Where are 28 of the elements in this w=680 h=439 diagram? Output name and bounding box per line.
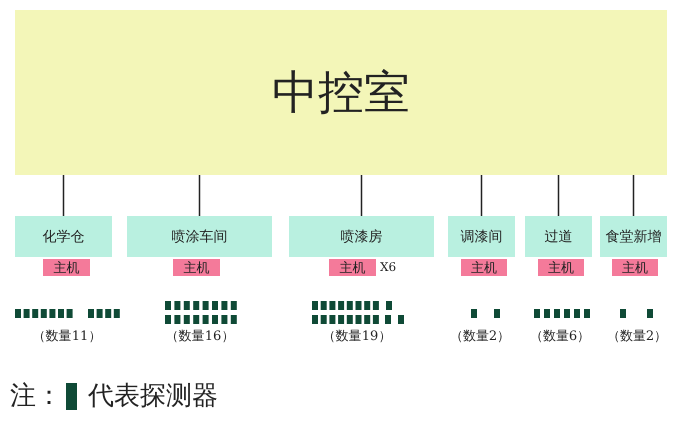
count-label: （数量16） bbox=[164, 328, 236, 346]
area-box: 喷涂车间 bbox=[127, 216, 272, 257]
area-box: 调漆间 bbox=[448, 216, 515, 257]
connector-line bbox=[558, 175, 560, 216]
connector-line bbox=[632, 175, 634, 216]
area-box: 喷漆房 bbox=[289, 216, 434, 257]
count-label: （数量11） bbox=[32, 328, 102, 346]
multiplier-label: X6 bbox=[380, 259, 396, 276]
count-label: （数量2） bbox=[606, 328, 668, 346]
area-box: 化学仓 bbox=[15, 216, 112, 257]
host-box: 主机 bbox=[173, 259, 220, 276]
count-label: （数量2） bbox=[448, 328, 512, 346]
connector-line bbox=[198, 175, 200, 216]
count-label: （数量19） bbox=[322, 328, 392, 346]
area-box: 食堂新增 bbox=[600, 216, 667, 257]
connector-line bbox=[480, 175, 482, 216]
host-box: 主机 bbox=[461, 259, 507, 276]
note-label: 注： bbox=[10, 380, 62, 412]
connector-line bbox=[360, 175, 362, 216]
legend-text: 代表探测器 bbox=[88, 380, 218, 412]
count-label: （数量6） bbox=[528, 328, 592, 346]
host-box: 主机 bbox=[329, 259, 376, 276]
host-box: 主机 bbox=[43, 259, 90, 276]
host-box: 主机 bbox=[612, 259, 658, 276]
control-room-box: 中控室 bbox=[15, 10, 667, 175]
host-box: 主机 bbox=[538, 259, 584, 276]
area-box: 过道 bbox=[525, 216, 592, 257]
connector-line bbox=[62, 175, 64, 216]
